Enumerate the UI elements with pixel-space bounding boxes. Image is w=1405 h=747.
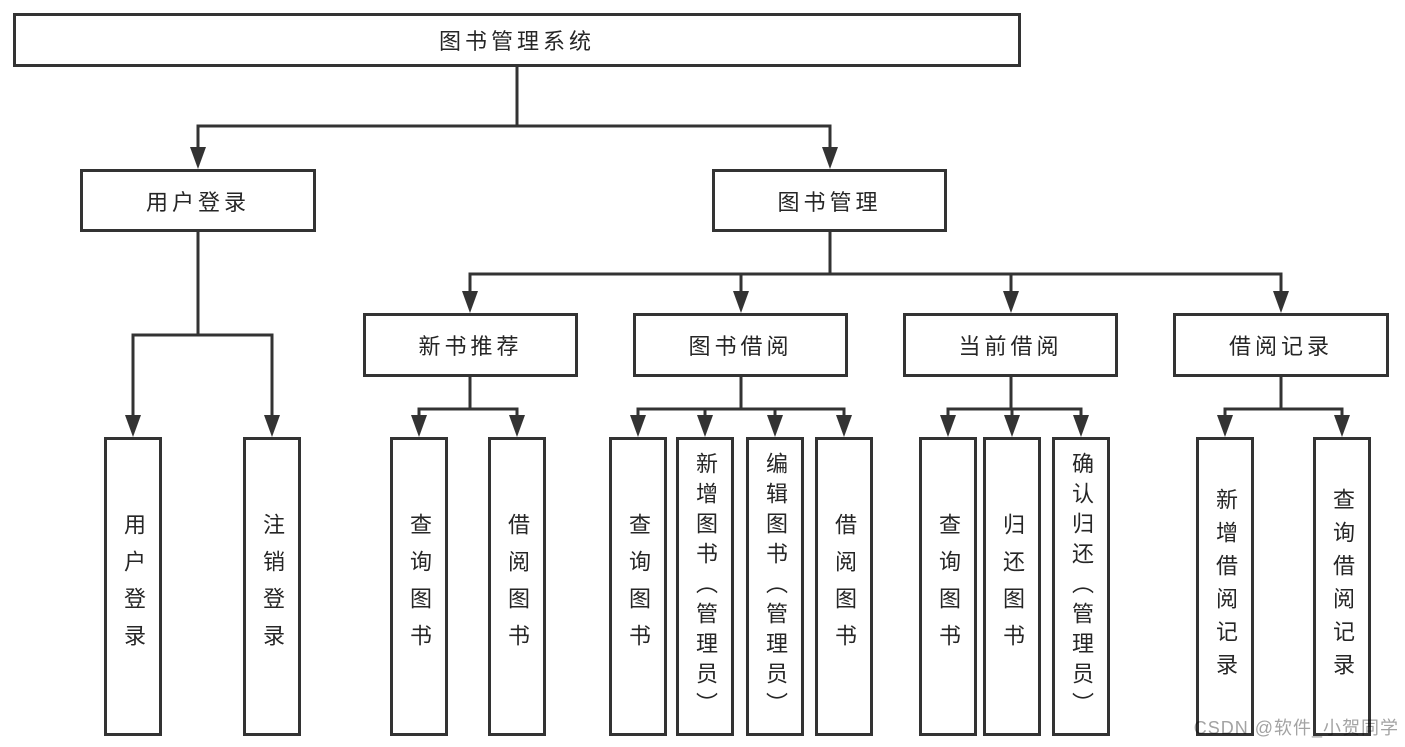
leaf-logout-label: 注销登录: [260, 512, 285, 661]
node-book-management-label: 图书管理: [777, 189, 882, 215]
arrow-down-icon-leaf-13: [1334, 415, 1350, 437]
connector-userlogin-bar: [131, 333, 274, 417]
node-new-book-recommend-label: 新书推荐: [418, 334, 523, 359]
leaf-user-login: 用户登录: [104, 437, 162, 736]
connector-newbook-bar: [417, 407, 519, 417]
arrow-down-icon-leaf-9: [940, 415, 956, 437]
arrow-down-icon-leaf-6: [697, 415, 713, 437]
leaf-borrowing-borrow-books: 借阅图书: [815, 437, 873, 736]
leaf-add-books-admin: 新增图书（管理员）: [676, 437, 734, 736]
arrow-down-icon-leaf-5: [630, 415, 646, 437]
node-book-borrowing: 图书借阅: [633, 313, 848, 377]
leaf-add-borrow-record-label: 新增借阅记录: [1213, 487, 1238, 686]
leaf-confirm-return-admin-label: 确认归还（管理员）: [1069, 451, 1094, 722]
connector-bookmgmt-bar: [468, 272, 1283, 293]
leaf-newbook-borrow-books-label: 借阅图书: [505, 512, 530, 661]
arrow-down-icon-leaf-1: [125, 415, 141, 437]
arrow-down-icon-leaf-8: [836, 415, 852, 437]
arrow-down-icon-leaf-12: [1217, 415, 1233, 437]
leaf-newbook-query-books-label: 查询图书: [407, 512, 432, 661]
arrow-down-icon-leaf-11: [1073, 415, 1089, 437]
arrow-down-icon-leaf-3: [411, 415, 427, 437]
leaf-user-login-label: 用户登录: [121, 512, 146, 661]
node-user-login: 用户登录: [80, 169, 316, 232]
node-current-borrowing: 当前借阅: [903, 313, 1118, 377]
leaf-newbook-borrow-books: 借阅图书: [488, 437, 546, 736]
leaf-query-borrow-record-label: 查询借阅记录: [1330, 487, 1355, 686]
arrow-down-icon-newbook: [462, 291, 478, 313]
leaf-borrowing-borrow-books-label: 借阅图书: [832, 512, 857, 661]
leaf-confirm-return-admin: 确认归还（管理员）: [1052, 437, 1110, 736]
leaf-newbook-query-books: 查询图书: [390, 437, 448, 736]
leaf-edit-books-admin-label: 编辑图书（管理员）: [763, 451, 788, 722]
arrow-down-icon-borrow: [733, 291, 749, 313]
node-root-label: 图书管理系统: [438, 29, 595, 54]
node-new-book-recommend: 新书推荐: [363, 313, 578, 377]
arrow-down-icon-leaf-10: [1004, 415, 1020, 437]
leaf-return-books: 归还图书: [983, 437, 1041, 736]
node-book-management: 图书管理: [712, 169, 947, 232]
arrow-down-icon-bookmgmt: [822, 147, 838, 169]
leaf-logout: 注销登录: [243, 437, 301, 736]
node-borrowing-records: 借阅记录: [1173, 313, 1389, 377]
arrow-down-icon-current: [1003, 291, 1019, 313]
connector-records-bar: [1223, 407, 1344, 417]
connector-current-bar: [946, 407, 1083, 417]
node-book-borrowing-label: 图书借阅: [688, 334, 793, 359]
node-current-borrowing-label: 当前借阅: [958, 334, 1063, 359]
arrow-down-icon-leaf-4: [509, 415, 525, 437]
node-user-login-label: 用户登录: [145, 189, 250, 215]
leaf-current-query-books: 查询图书: [919, 437, 977, 736]
leaf-borrowing-query-books: 查询图书: [609, 437, 667, 736]
arrow-down-icon-userlogin: [190, 147, 206, 169]
arrow-down-icon-leaf-7: [767, 415, 783, 437]
leaf-query-borrow-record: 查询借阅记录: [1313, 437, 1371, 736]
arrow-down-icon-records: [1273, 291, 1289, 313]
csdn-watermark: CSDN @软件_小贺同学: [1193, 718, 1399, 738]
leaf-current-query-books-label: 查询图书: [936, 512, 961, 661]
leaf-add-borrow-record: 新增借阅记录: [1196, 437, 1254, 736]
arrow-down-icon-leaf-2: [264, 415, 280, 437]
leaf-edit-books-admin: 编辑图书（管理员）: [746, 437, 804, 736]
connector-root-bar: [196, 124, 832, 149]
leaf-return-books-label: 归还图书: [1000, 512, 1025, 661]
connector-borrow-bar: [636, 407, 846, 417]
node-root: 图书管理系统: [13, 13, 1021, 67]
leaf-add-books-admin-label: 新增图书（管理员）: [693, 451, 718, 722]
leaf-borrowing-query-books-label: 查询图书: [626, 512, 651, 661]
node-borrowing-records-label: 借阅记录: [1228, 334, 1333, 359]
